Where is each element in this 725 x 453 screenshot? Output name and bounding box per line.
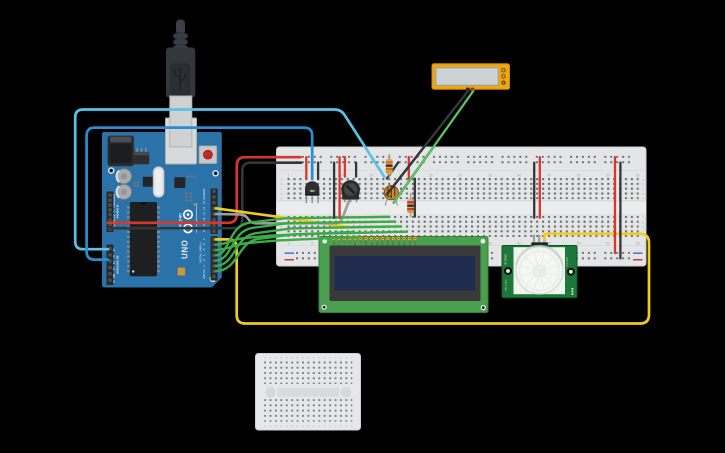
svg-text:~6: ~6	[203, 243, 206, 246]
svg-text:E: E	[361, 241, 363, 243]
svg-text:1: 1	[288, 173, 290, 177]
svg-text:55: 55	[606, 241, 610, 245]
svg-text:40: 40	[517, 241, 521, 245]
svg-text:VCC: VCC	[339, 241, 341, 246]
svg-text:45: 45	[547, 241, 551, 245]
svg-text:b: b	[642, 182, 644, 186]
svg-text:DIGITAL (PWM~): DIGITAL (PWM~)	[200, 242, 203, 263]
svg-text:10: 10	[340, 173, 344, 177]
svg-text:DB7: DB7	[404, 242, 406, 246]
svg-text:40: 40	[517, 173, 521, 177]
svg-text:DB0: DB0	[366, 242, 368, 246]
svg-text:1: 1	[288, 241, 290, 245]
svg-text:3.3V: 3.3V	[114, 204, 116, 209]
svg-text:IOREF: IOREF	[114, 193, 116, 200]
svg-text:GND: GND	[114, 218, 116, 223]
svg-text:AREF: AREF	[203, 188, 206, 195]
svg-text:DB1: DB1	[371, 242, 373, 246]
svg-text:4: 4	[203, 254, 206, 256]
svg-text:A3: A3	[113, 267, 116, 270]
svg-text:g: g	[281, 220, 283, 224]
svg-text:5: 5	[311, 241, 313, 245]
svg-text:c: c	[281, 187, 283, 191]
svg-text:DB5: DB5	[393, 242, 395, 246]
svg-text:GND: GND	[333, 241, 335, 246]
svg-text:LED: LED	[409, 241, 411, 245]
svg-text:ARDUINO: ARDUINO	[179, 213, 183, 230]
svg-text:GND: GND	[203, 194, 206, 200]
svg-text:25: 25	[429, 173, 433, 177]
svg-text:RX0: RX0	[203, 274, 206, 279]
svg-text:a: a	[642, 177, 644, 181]
svg-text:TMP: TMP	[309, 189, 315, 193]
svg-text:12: 12	[203, 206, 206, 209]
svg-text:d: d	[281, 192, 283, 196]
svg-text:j: j	[642, 234, 644, 238]
svg-text:h: h	[281, 225, 283, 229]
svg-text:35: 35	[488, 241, 492, 245]
svg-text:HC-SR501: HC-SR501	[505, 253, 508, 265]
svg-text:A2: A2	[113, 260, 116, 263]
svg-text:5V: 5V	[114, 209, 116, 212]
svg-text:UNO: UNO	[181, 240, 190, 259]
svg-text:7: 7	[203, 238, 206, 240]
svg-text:LED: LED	[415, 241, 417, 245]
svg-text:POWER: POWER	[116, 204, 120, 218]
svg-text:50: 50	[577, 241, 581, 245]
svg-text:~10: ~10	[203, 217, 206, 222]
svg-text:13: 13	[203, 201, 206, 204]
svg-text:ANALOG IN: ANALOG IN	[116, 255, 120, 274]
svg-text:RS: RS	[350, 241, 352, 244]
svg-text:V0: V0	[344, 242, 346, 244]
svg-text:8: 8	[203, 230, 206, 232]
svg-text:PIR motion: PIR motion	[505, 279, 508, 291]
svg-text:DB3: DB3	[382, 242, 384, 246]
svg-text:A5: A5	[113, 279, 116, 282]
svg-text:e: e	[281, 197, 283, 201]
svg-text:55: 55	[606, 173, 610, 177]
svg-text:GND: GND	[114, 213, 116, 218]
svg-text:i: i	[643, 230, 644, 234]
svg-text:2: 2	[203, 265, 206, 267]
svg-text:45: 45	[547, 173, 551, 177]
svg-text:15: 15	[369, 173, 373, 177]
svg-text:g: g	[642, 220, 644, 224]
svg-text:A0: A0	[113, 248, 116, 251]
svg-text:a: a	[281, 177, 283, 181]
svg-text:A1: A1	[113, 254, 116, 257]
svg-text:~3: ~3	[203, 259, 206, 262]
svg-text:VIN: VIN	[114, 224, 116, 228]
svg-text:e: e	[642, 197, 644, 201]
svg-text:35: 35	[488, 173, 492, 177]
svg-text:DB2: DB2	[377, 242, 379, 246]
svg-text:f: f	[643, 215, 644, 219]
svg-text:60: 60	[636, 241, 640, 245]
svg-text:~5: ~5	[203, 248, 206, 251]
svg-text:60: 60	[636, 173, 640, 177]
svg-text:DB4: DB4	[388, 242, 390, 246]
svg-text:RESET: RESET	[114, 197, 116, 204]
svg-text:30: 30	[458, 173, 462, 177]
svg-text:h: h	[642, 225, 644, 229]
svg-text:d: d	[642, 192, 644, 196]
svg-text:R/W: R/W	[355, 241, 357, 245]
svg-text:DB6: DB6	[398, 242, 400, 246]
svg-text:c: c	[642, 187, 644, 191]
svg-text:TX1: TX1	[203, 268, 206, 273]
svg-text:~11: ~11	[203, 211, 206, 216]
svg-text:A4: A4	[113, 273, 116, 276]
svg-text:~9: ~9	[203, 223, 206, 226]
svg-text:i: i	[281, 230, 282, 234]
svg-text:am1Tspry: am1Tspry	[566, 256, 569, 266]
svg-text:b: b	[281, 182, 283, 186]
svg-text:50: 50	[577, 173, 581, 177]
